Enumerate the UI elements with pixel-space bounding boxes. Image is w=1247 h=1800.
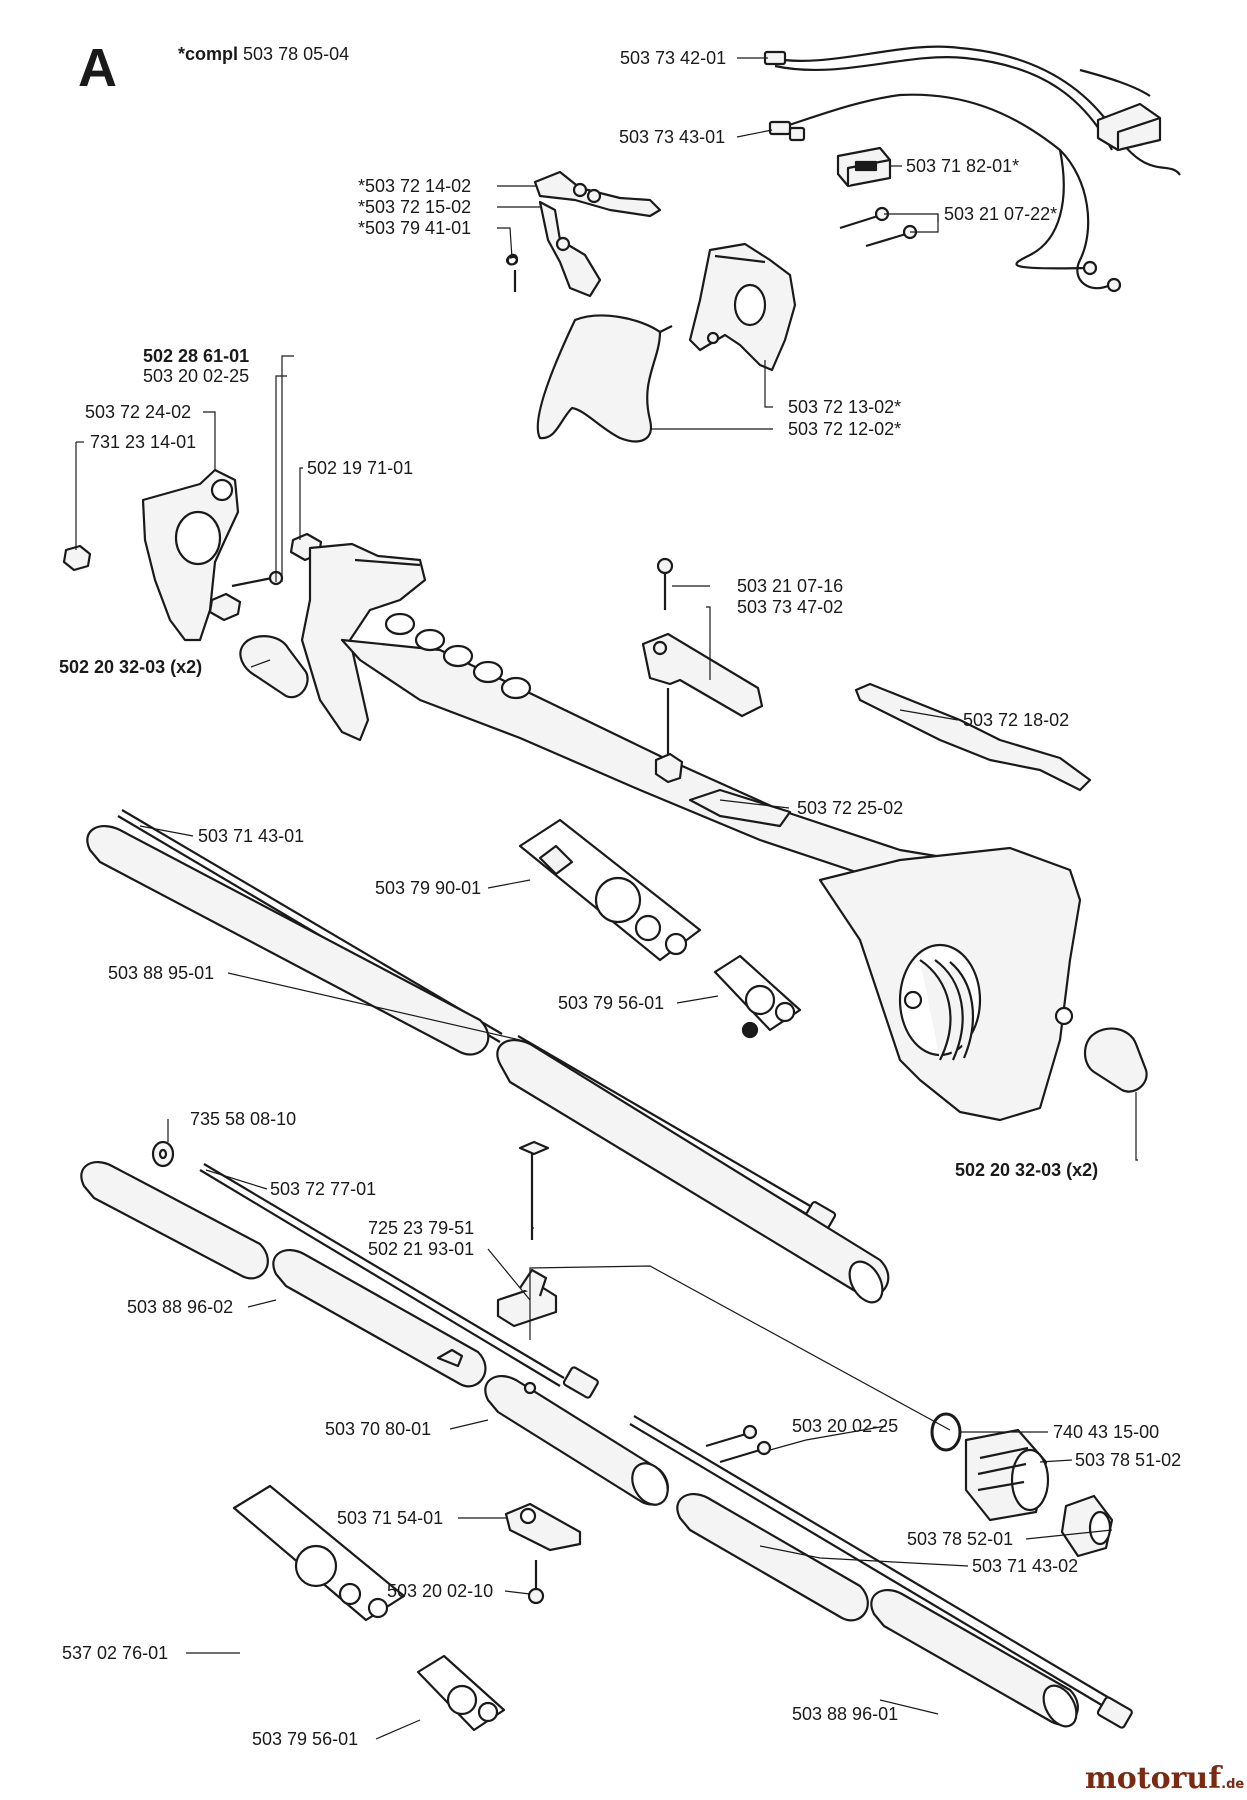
part-label-537027601: 537 02 76-01 — [62, 1643, 169, 1663]
handle-grip-b — [1083, 1027, 1148, 1093]
part-label-503785201: 503 78 52-01 — [907, 1529, 1014, 1549]
shaft-housing — [300, 542, 970, 892]
shaft-decal-lower — [416, 1654, 506, 1732]
part-label-503210716: 503 21 07-16 — [737, 576, 844, 596]
coupling-screw-b — [719, 1440, 772, 1464]
lower-tube-c — [676, 1493, 869, 1622]
part-label-735580810: 735 58 08-10 — [190, 1109, 297, 1129]
o-ring — [930, 1412, 962, 1452]
part-label-503715401: 503 71 54-01 — [337, 1508, 444, 1528]
lower-tube-b — [272, 1249, 487, 1388]
engine-adapter-housing — [818, 846, 1082, 1122]
clamp-plate — [504, 1502, 582, 1552]
handle-screw-a — [839, 206, 890, 230]
part-label-731231401: 731 23 14-01 — [90, 432, 197, 452]
part-label-503210722: 503 21 07-22* — [944, 204, 1058, 224]
shaft-coupling — [484, 1375, 669, 1506]
mounting-bracket — [641, 632, 764, 718]
part-label-503799001: 503 79 90-01 — [375, 878, 482, 898]
bracket-bolt — [656, 557, 674, 610]
lower-drive-shaft — [199, 1163, 565, 1387]
part-label-502197101: 502 19 71-01 — [307, 458, 414, 478]
part-label-503708001: 503 70 80-01 — [325, 1419, 432, 1439]
part-label-503889601: 503 88 96-01 — [792, 1704, 899, 1724]
complete-assembly-note: *compl 503 78 05-04 — [178, 44, 349, 64]
compl-prefix: *compl — [178, 44, 239, 64]
part-label-503200225-b: 503 20 02-25 — [792, 1416, 899, 1436]
part-label-725237951: 725 23 79-51 — [368, 1218, 475, 1238]
coupling-bolt — [518, 1140, 550, 1240]
upper-tube-a — [86, 825, 490, 1056]
part-label-503785102: 503 78 51-02 — [1075, 1450, 1182, 1470]
part-label-503795601-b: 503 79 56-01 — [252, 1729, 359, 1749]
coupling-knob — [496, 1268, 558, 1328]
part-label-503721202: 503 72 12-02* — [788, 419, 902, 439]
clamp-screw — [231, 570, 284, 588]
shaft-end-b — [562, 1366, 599, 1399]
part-label-503734702: 503 73 47-02 — [737, 597, 844, 617]
handle-screw-b — [865, 224, 918, 248]
part-label-503721302: 503 72 13-02* — [788, 397, 902, 417]
part-label-503722402: 503 72 24-02 — [85, 402, 192, 422]
watermark-brand: motoruf — [1085, 1761, 1222, 1796]
handle-clamp — [141, 468, 240, 642]
connector-block — [1096, 102, 1162, 152]
lower-drive-shaft-b — [629, 1415, 1117, 1711]
part-label-503721502: *503 72 15-02 — [358, 197, 472, 217]
part-label-502219301: 502 21 93-01 — [368, 1239, 475, 1259]
part-label-503200210: 503 20 02-10 — [387, 1581, 494, 1601]
part-label-503721402: *503 72 14-02 — [358, 176, 472, 196]
clamp-plate-screw — [527, 1560, 545, 1605]
bracket-clip — [654, 752, 684, 784]
part-label-503714301: 503 71 43-01 — [198, 826, 305, 846]
warning-decal-lower — [232, 1484, 406, 1622]
lower-tube-a — [80, 1161, 269, 1280]
part-label-503795601-a: 503 79 56-01 — [558, 993, 665, 1013]
upper-tube-b — [496, 1039, 890, 1304]
part-label-502286101: 502 28 61-01 — [143, 346, 250, 366]
part-label-503734201: 503 73 42-01 — [620, 48, 727, 68]
part-label-503727701: 503 72 77-01 — [270, 1179, 377, 1199]
compl-number: 503 78 05-04 — [243, 44, 350, 64]
clamp-square-nut — [208, 592, 242, 622]
handle-grip-a — [239, 635, 309, 699]
throttle-lockout — [533, 170, 662, 218]
part-label-503722502: 503 72 25-02 — [797, 798, 904, 818]
part-label-503714302: 503 71 43-02 — [972, 1556, 1079, 1576]
part-label-503889602: 503 88 96-02 — [127, 1297, 234, 1317]
part-label-503718201: 503 71 82-01* — [906, 156, 1020, 176]
part-label-503794101: *503 79 41-01 — [358, 218, 472, 238]
handle-grip-cover — [536, 314, 673, 443]
part-label-503200225-a: 503 20 02-25 — [143, 366, 250, 386]
part-label-503734301: 503 73 43-01 — [619, 127, 726, 147]
part-label-503889501: 503 88 95-01 — [108, 963, 215, 983]
end-cap — [1060, 1494, 1114, 1558]
lower-tube-d — [870, 1589, 1079, 1728]
part-label-502203203-b: 502 20 32-03 (x2) — [955, 1160, 1099, 1180]
wiring-harness — [769, 45, 1181, 293]
washer — [151, 1140, 175, 1168]
clamp-nut — [62, 544, 92, 572]
part-label-503721802: 503 72 18-02 — [963, 710, 1070, 730]
trigger-spring — [505, 253, 519, 292]
guard-strap — [854, 682, 1092, 792]
warning-decal-large — [518, 818, 702, 962]
tube-clamp — [688, 788, 792, 828]
bearing-housing — [964, 1428, 1050, 1522]
shaft-decal-upper — [713, 954, 802, 1039]
part-label-740431500: 740 43 15-00 — [1053, 1422, 1160, 1442]
watermark-tld: .de — [1221, 1777, 1245, 1792]
wire-plug-b — [768, 120, 806, 142]
coupling-screw-a — [705, 1424, 758, 1448]
shaft-end-c — [1096, 1696, 1133, 1729]
handle-housing-right — [688, 242, 797, 372]
throttle-trigger — [538, 200, 602, 298]
stop-switch — [836, 146, 892, 188]
part-label-502203203-a: 502 20 32-03 (x2) — [59, 657, 203, 677]
section-letter: A — [78, 38, 117, 98]
watermark-logo: motoruf.de — [1085, 1762, 1244, 1800]
